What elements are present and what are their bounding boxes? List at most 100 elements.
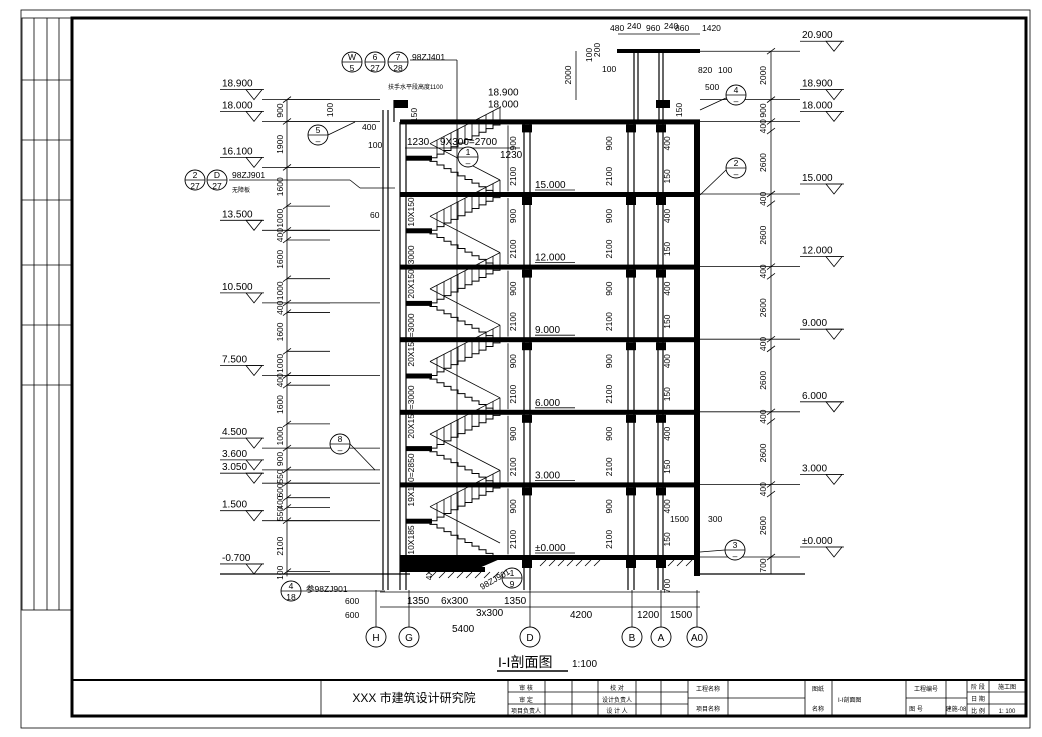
- soil-hatch: [667, 559, 675, 567]
- soil-hatch: [685, 559, 693, 567]
- top-dim-label: 820: [698, 65, 712, 75]
- floor-level-label: 18.000: [488, 99, 519, 110]
- beam-section: [656, 197, 666, 205]
- leader: [349, 179, 361, 189]
- top-dim-label: 500: [705, 82, 719, 92]
- right-dim-label: 2600: [758, 516, 768, 535]
- beam-section: [656, 487, 666, 496]
- floor-slab: [400, 555, 700, 560]
- stair-landing: [406, 446, 432, 452]
- right-level-label: 12.000: [802, 246, 833, 257]
- drawing-label-2: 名称: [812, 705, 824, 713]
- floor-slab: [400, 192, 700, 197]
- stair-flight: [430, 338, 507, 376]
- dim-tick: [766, 481, 776, 488]
- stair-flight: [430, 120, 507, 159]
- detail-callout-bottom: 9: [510, 579, 515, 589]
- stair-landing: [406, 373, 432, 379]
- stage-label: 阶 段: [971, 683, 985, 691]
- left-level-label: -0.700: [222, 553, 251, 564]
- right-dim-label: 400: [758, 482, 768, 496]
- level-triangle-icon: [825, 183, 843, 195]
- beam-section: [626, 342, 636, 351]
- level-triangle-icon: [825, 256, 843, 268]
- dim-tick: [766, 200, 776, 207]
- axis-bubble: [621, 626, 643, 648]
- stair-flight: [423, 302, 500, 340]
- right-dim-label: 400: [758, 409, 768, 423]
- approve-label: 审 定: [519, 696, 533, 704]
- detail-callout-top: 3: [733, 540, 738, 550]
- detail-callout-bottom: –: [316, 136, 321, 146]
- storey-dim-d: 900: [508, 354, 518, 368]
- detail-callout-top: 1: [510, 568, 515, 578]
- right-level-label: 6.000: [802, 391, 827, 402]
- detail-callout-top: W: [348, 52, 356, 62]
- storey-dim-a: 400: [662, 281, 672, 295]
- storey-dim-a: 150: [662, 314, 672, 328]
- soil-hatch: [548, 559, 556, 567]
- top-dim-label: 1230: [500, 150, 523, 161]
- level-triangle-icon: [825, 546, 843, 558]
- left-level-label: 18.900: [222, 79, 253, 90]
- handrail: [429, 433, 501, 471]
- right-dim-label: 2600: [758, 371, 768, 390]
- stair-count-label: 20X150=3000: [406, 245, 416, 298]
- floor-slab: [400, 337, 700, 343]
- right-level-label: ±0.000: [802, 536, 833, 547]
- axis-label-H: H: [372, 633, 379, 644]
- left-dim-label: 1900: [275, 135, 285, 154]
- dim-tick: [766, 96, 776, 103]
- floor-slab: [400, 264, 700, 270]
- dim-label: 300: [708, 514, 722, 524]
- project-name-label: 工程名称: [696, 685, 720, 693]
- top-dim-label: 100: [584, 48, 594, 62]
- axis-label-A0: A0: [691, 633, 704, 644]
- top-dim-label: 2000: [563, 65, 573, 84]
- storey-dim-a: 150: [662, 459, 672, 473]
- beam-section: [522, 269, 532, 278]
- soil-hatch: [575, 559, 583, 567]
- beam-section: [522, 124, 532, 133]
- storey-dim-b: 900: [604, 354, 614, 368]
- stair-flight: [423, 157, 500, 195]
- storey-dim-b: 900: [604, 136, 614, 150]
- right-level-label: 18.900: [802, 79, 833, 90]
- handrail-note: 扶手水平段高度1100: [388, 83, 444, 91]
- bottom-dim-label: 1500: [670, 610, 693, 621]
- floor-level-label: 18.900: [488, 88, 519, 99]
- storey-dim-d: 2100: [508, 530, 518, 549]
- stage-value: 施工图: [998, 683, 1016, 691]
- handrail: [429, 506, 501, 544]
- detail-callout-bottom: 18: [286, 592, 296, 602]
- storey-dim-d: 900: [508, 209, 518, 223]
- beam-section: [656, 414, 666, 423]
- top-dim-label: 960: [646, 23, 660, 33]
- soil-hatch: [593, 559, 601, 567]
- storey-dim-b: 2100: [604, 530, 614, 549]
- drawing-name: I-I剖面图: [838, 696, 861, 704]
- bottom-dim-label: 600: [345, 596, 359, 606]
- storey-dim-b: 2100: [604, 239, 614, 258]
- beam-section: [626, 487, 636, 496]
- axis-label-B: B: [629, 633, 636, 644]
- beam-section: [656, 342, 666, 351]
- axis-label-D: D: [526, 633, 533, 644]
- item-name-label: 项目名称: [696, 705, 720, 713]
- stair-flight: [423, 447, 500, 485]
- beam-section: [522, 487, 532, 496]
- beam-section: [522, 560, 532, 568]
- level-triangle-icon: [245, 292, 263, 304]
- drawing-no: 建施-08: [946, 705, 967, 713]
- bottom-dim-label: 1200: [637, 610, 660, 621]
- level-triangle-icon: [245, 219, 263, 231]
- drawing-label-1: 图纸: [812, 685, 824, 693]
- project-no-label: 工程编号: [914, 685, 938, 693]
- detail-callout-bottom: –: [338, 445, 343, 455]
- beam-section: [522, 414, 532, 423]
- storey-dim-a: 400: [662, 426, 672, 440]
- floor-slab: [400, 119, 700, 125]
- stair-landing: [406, 228, 432, 234]
- stair-count-label: 10X150: [406, 197, 416, 227]
- right-level-label: 20.900: [802, 30, 833, 41]
